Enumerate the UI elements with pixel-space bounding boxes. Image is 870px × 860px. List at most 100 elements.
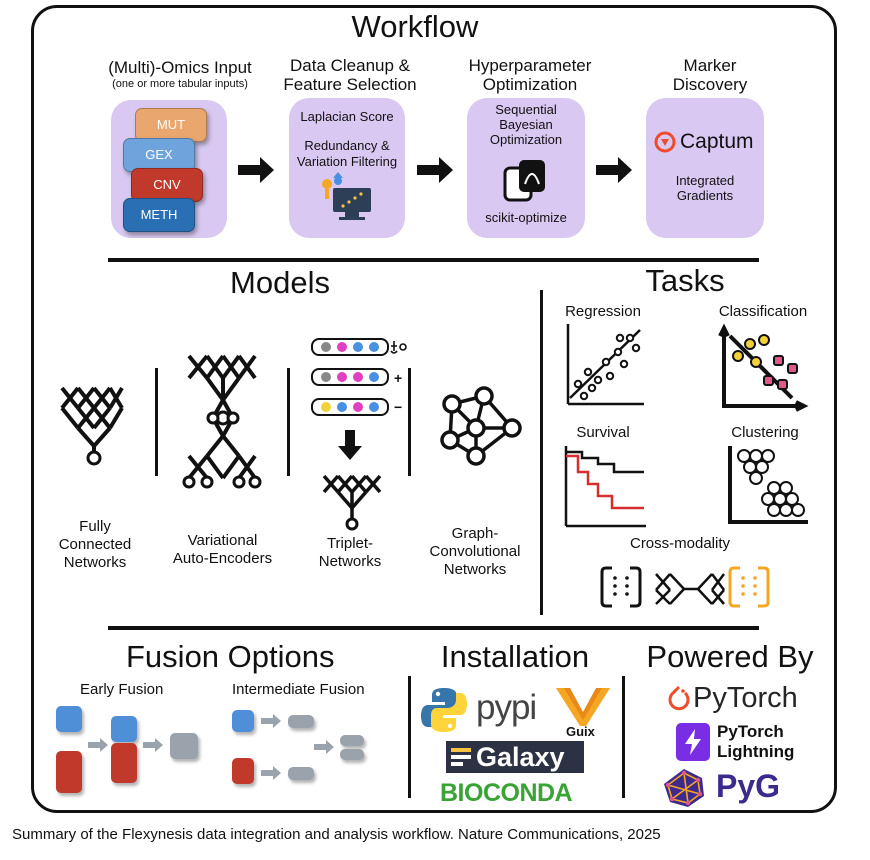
fusion-input-blue xyxy=(56,706,82,732)
workflow-title: Workflow xyxy=(351,9,479,44)
arrow-icon xyxy=(261,714,281,728)
omic-meth: METH xyxy=(123,198,195,232)
tasks-title: Tasks xyxy=(645,263,725,298)
guix-logo-icon xyxy=(556,688,610,726)
fusion-input-red xyxy=(56,751,82,793)
marker-panel: Captum Integrated Gradients xyxy=(646,98,764,238)
optimization-label: Optimization xyxy=(489,132,563,147)
early-fusion-label: Early Fusion xyxy=(80,681,164,698)
regression-label: Regression xyxy=(565,303,641,320)
bioconda-logo-text: BIOCONDA xyxy=(440,779,573,807)
arrow-down-icon xyxy=(338,430,362,460)
skopt-logo-icon xyxy=(503,160,545,202)
feature-selection-icon xyxy=(322,172,371,220)
arrow-icon xyxy=(88,738,108,752)
arrow-icon xyxy=(417,157,453,183)
models-title: Models xyxy=(230,265,330,300)
gcn-label-1: Graph- xyxy=(451,525,499,542)
fully-connected-network-icon xyxy=(60,386,124,466)
pytorch-logo-text: PyTorch xyxy=(693,682,798,714)
arrow-icon xyxy=(314,740,334,754)
cleanup-panel: Laplacian Score Redundancy & Variation F… xyxy=(289,98,405,238)
gcn-label-3: Networks xyxy=(443,561,507,578)
omic-cnv: CNV xyxy=(131,168,203,202)
fusion-fused-gray xyxy=(340,735,364,746)
vae-label-2: Auto-Encoders xyxy=(172,550,273,567)
gradients-label: Gradients xyxy=(676,188,734,203)
step-marker-title-1: Marker xyxy=(683,56,737,75)
triplet-label-1: Triplet- xyxy=(326,535,374,552)
tasks-divider xyxy=(540,290,543,615)
classification-label: Classification xyxy=(718,303,808,320)
arrow-icon xyxy=(596,157,632,183)
arrow-icon xyxy=(261,766,281,780)
fusion-input-blue xyxy=(232,710,254,732)
guix-logo-text: Guix xyxy=(566,724,595,739)
step-hpo-title-2: Optimization xyxy=(482,75,578,94)
models-divider xyxy=(408,368,411,476)
figure-caption: Summary of the Flexynesis data integrati… xyxy=(12,826,661,843)
bayesian-label: Bayesian xyxy=(499,117,553,132)
pytorch-logo-icon xyxy=(668,685,690,711)
lightning-logo-icon xyxy=(676,723,710,761)
integrated-label: Integrated xyxy=(675,173,735,188)
fc-label-1: Fully xyxy=(79,518,111,535)
pyg-logo-text: PyG xyxy=(716,768,781,804)
captum-logo-text: Captum xyxy=(680,130,754,153)
triplet-label-2: Networks xyxy=(318,553,382,570)
survival-curve-icon xyxy=(564,446,646,528)
fusion-output-gray xyxy=(170,733,198,759)
bottom-divider xyxy=(622,676,625,798)
clustering-label: Clustering xyxy=(731,424,799,441)
diagram-frame xyxy=(31,5,837,813)
fusion-concat-blue xyxy=(111,716,137,742)
sequential-label: Sequential xyxy=(495,102,557,117)
variation-filtering-label: Variation Filtering xyxy=(296,154,398,169)
step-omics-title: (Multi)-Omics Input xyxy=(108,58,252,77)
fusion-title: Fusion Options xyxy=(126,639,335,674)
scikit-optimize-label: scikit-optimize xyxy=(485,210,567,225)
gcn-label-2: Convolutional xyxy=(429,543,521,560)
omics-panel: MUT GEX CNV METH xyxy=(111,100,227,238)
cross-modality-icon xyxy=(600,566,770,608)
fusion-embedding-gray xyxy=(288,715,314,728)
classification-plot-icon xyxy=(718,323,809,412)
bottom-divider xyxy=(408,676,411,798)
arrow-icon xyxy=(143,738,163,752)
intermediate-fusion-label: Intermediate Fusion xyxy=(232,681,365,698)
variational-autoencoder-icon xyxy=(182,354,262,489)
fusion-concat-red xyxy=(111,743,137,783)
pyg-logo-icon xyxy=(664,769,704,807)
regression-plot-icon xyxy=(566,324,644,406)
triplet-inputs-icon xyxy=(311,338,407,416)
powered-by-title: Powered By xyxy=(646,639,814,674)
fc-label-3: Networks xyxy=(63,554,127,571)
captum-logo-icon xyxy=(654,131,676,153)
triplet-minus-sign: − xyxy=(394,399,403,415)
step-cleanup-title-2: Feature Selection xyxy=(283,75,417,94)
step-omics-subtitle: (one or more tabular inputs) xyxy=(112,78,248,90)
lightning-logo-text-2: Lightning xyxy=(717,742,795,761)
triplet-plus-sign: + xyxy=(394,370,403,386)
models-divider xyxy=(287,368,290,476)
cross-modality-label: Cross-modality xyxy=(629,535,731,552)
divider-line xyxy=(108,258,759,262)
survival-label: Survival xyxy=(576,424,630,441)
omic-gex: GEX xyxy=(123,138,195,172)
step-hpo-title-1: Hyperparameter xyxy=(468,56,592,75)
python-logo-icon xyxy=(421,688,467,732)
omic-mut: MUT xyxy=(135,108,207,142)
triplet-network-icon xyxy=(322,474,382,531)
fusion-embedding-gray xyxy=(288,767,314,780)
installation-title: Installation xyxy=(440,639,590,674)
fc-label-2: Connected xyxy=(58,536,132,553)
fusion-fused-gray xyxy=(340,749,364,760)
pypi-logo-text: pypi xyxy=(476,688,537,727)
laplacian-score-label: Laplacian Score xyxy=(300,109,394,124)
galaxy-logo: Galaxy xyxy=(446,741,584,773)
step-marker-title-2: Discovery xyxy=(672,75,748,94)
models-divider xyxy=(155,368,158,476)
arrow-icon xyxy=(238,157,274,183)
step-cleanup-title-1: Data Cleanup & xyxy=(289,56,411,75)
graph-convolutional-network-icon xyxy=(440,386,522,466)
